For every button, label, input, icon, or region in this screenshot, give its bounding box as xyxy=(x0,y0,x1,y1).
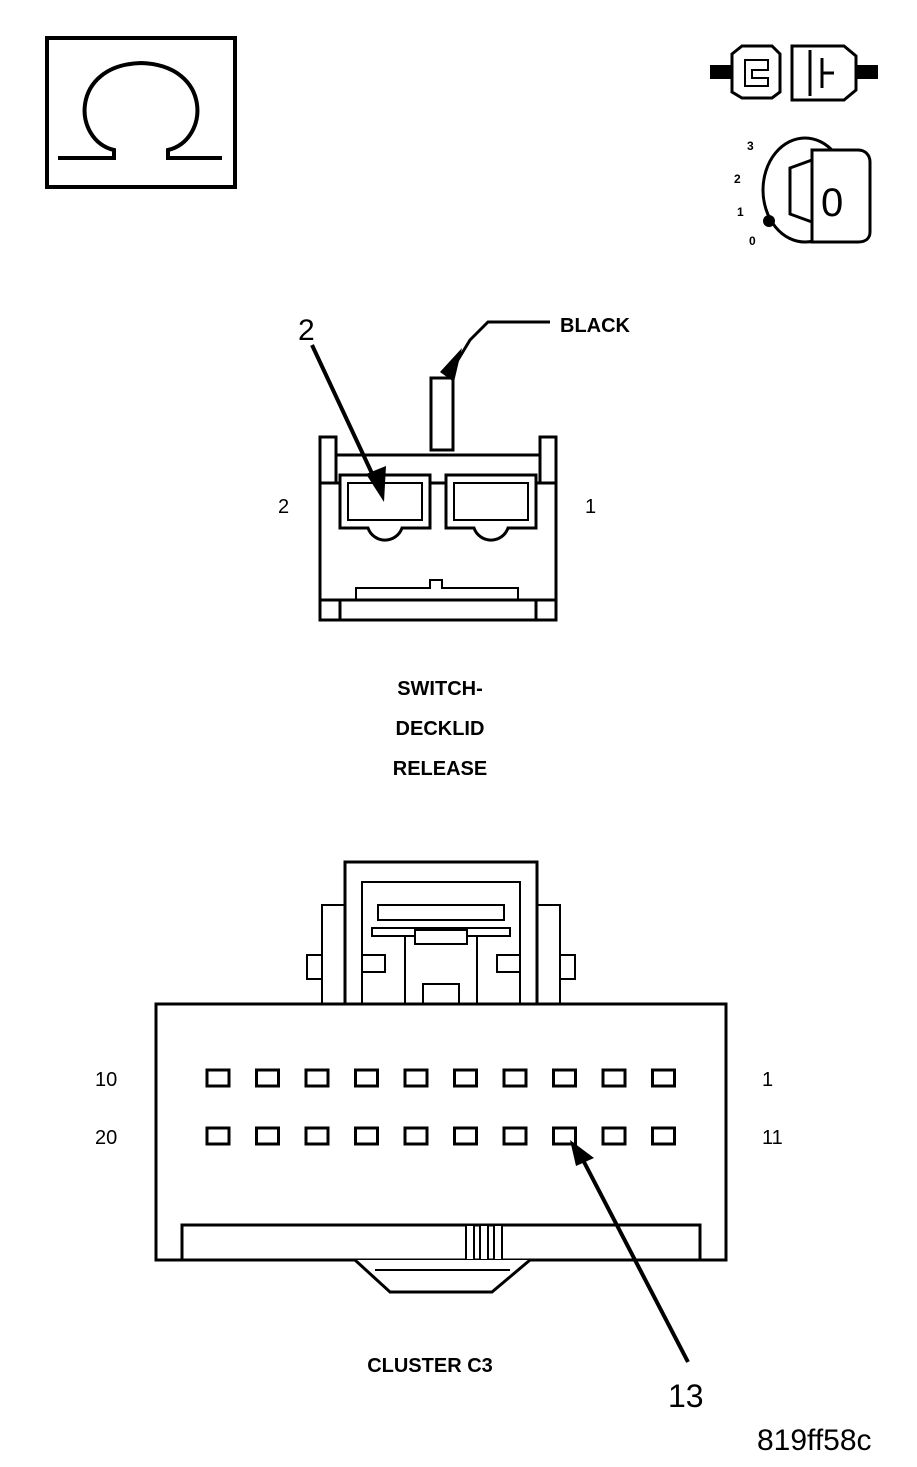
ignition-key-label: 0 xyxy=(821,181,843,225)
pin-cavity-9 xyxy=(255,1068,280,1088)
pin-row-1 xyxy=(205,1068,676,1088)
pin-cavity-12 xyxy=(601,1126,627,1146)
ignition-position-0: 0 xyxy=(749,234,756,248)
switch-pin-2-label: 2 xyxy=(278,496,289,518)
switch-title-line-2: DECKLID xyxy=(396,718,485,740)
ignition-position-2: 2 xyxy=(734,172,741,186)
pin-cavity-17 xyxy=(354,1126,379,1146)
ohm-icon xyxy=(45,36,237,189)
ignition-position-1: 1 xyxy=(737,205,744,219)
pin-row-2 xyxy=(205,1126,676,1146)
figure-id: 819ff58c xyxy=(757,1424,872,1457)
switch-title-line-1: SWITCH- xyxy=(397,678,483,700)
pin-cavity-14 xyxy=(502,1126,528,1146)
pin-cavity-10 xyxy=(205,1068,231,1088)
pin-cavity-4 xyxy=(502,1068,528,1088)
cluster-callout-label: 13 xyxy=(668,1378,704,1414)
switch-decklid-release-connector: 2 1 BLACK 2 SWITCH- DECKLID RELEASE xyxy=(278,314,631,780)
pin-cavity-7 xyxy=(354,1068,379,1088)
pin-cavity-15 xyxy=(453,1126,478,1146)
disconnected-connector-icon xyxy=(710,44,878,102)
pin-cavity-16 xyxy=(403,1126,429,1146)
pin-cavity-1 xyxy=(651,1068,676,1088)
pin-cavity-18 xyxy=(304,1126,330,1146)
pin-cavity-2 xyxy=(601,1068,627,1088)
ignition-position-3: 3 xyxy=(747,139,754,153)
row1-left-label: 10 xyxy=(95,1069,117,1091)
pin-cavity-11 xyxy=(651,1126,676,1146)
pin-cavity-13 xyxy=(552,1126,577,1146)
switch-callout-label: 2 xyxy=(298,314,315,347)
row2-left-label: 20 xyxy=(95,1127,117,1149)
pin-cavity-6 xyxy=(403,1068,429,1088)
ignition-key-off-icon: 3 2 1 0 0 xyxy=(734,136,872,248)
pin-cavity-5 xyxy=(453,1068,478,1088)
cluster-c3-connector: 10 1 20 11 13 CLUSTER C3 xyxy=(95,860,783,1414)
pin-cavity-3 xyxy=(552,1068,577,1088)
pin-cavity-20 xyxy=(205,1126,231,1146)
row2-right-label: 11 xyxy=(762,1127,783,1149)
switch-pin-1-label: 1 xyxy=(585,496,596,518)
cluster-title: CLUSTER C3 xyxy=(367,1355,493,1377)
row1-right-label: 1 xyxy=(762,1069,773,1091)
switch-title-line-3: RELEASE xyxy=(393,758,487,780)
pin-cavity-8 xyxy=(304,1068,330,1088)
wire-color-label: BLACK xyxy=(560,315,631,337)
pin-cavity-19 xyxy=(255,1126,280,1146)
